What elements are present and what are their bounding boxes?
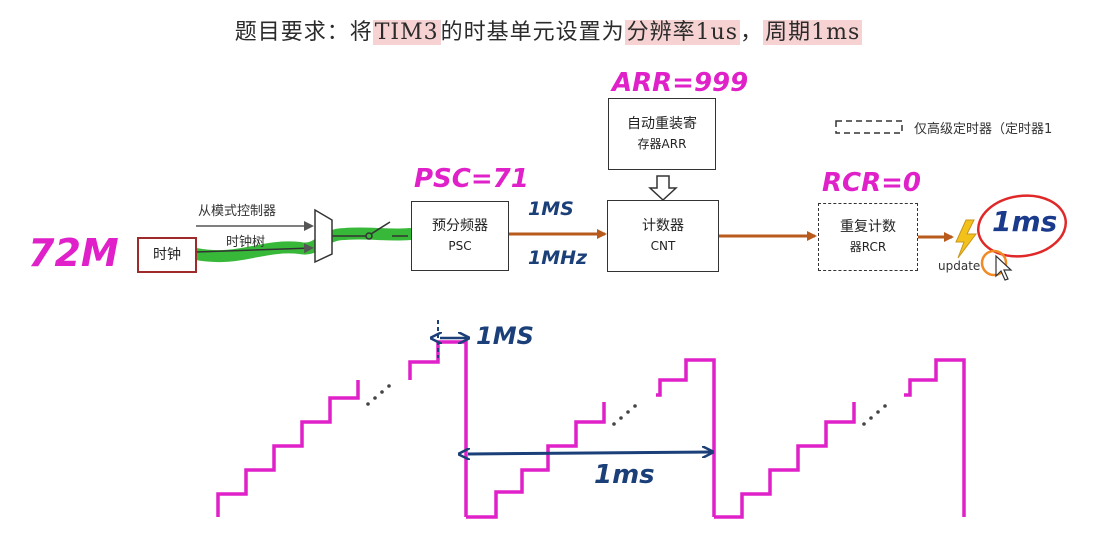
rcr-label-2: 器RCR xyxy=(849,240,887,254)
update-label: update xyxy=(938,259,981,273)
title-period: 周期1ms xyxy=(763,20,863,45)
psc-label-1: 预分频器 xyxy=(432,218,488,234)
update-ellipse xyxy=(976,194,1068,258)
clock-tree-label: 时钟树 xyxy=(226,235,266,250)
cnt-label-1: 计数器 xyxy=(642,218,684,234)
tick-freq-annotation: 1MHz xyxy=(528,247,588,269)
step-width-annotation: 1MS xyxy=(476,322,534,350)
arr-label-1: 自动重装寄 xyxy=(627,116,697,132)
clock-to-mux-line xyxy=(195,243,314,254)
lightning-icon xyxy=(955,219,977,259)
cursor-highlight xyxy=(980,249,1008,277)
clock-box: 时钟 xyxy=(137,237,197,273)
title-tim: TIM3 xyxy=(372,20,441,45)
update-period-annotation: 1ms xyxy=(992,205,1058,238)
rcr-label-1: 重复计数 xyxy=(840,219,896,235)
legend-label: 仅高级定时器（定时器1 xyxy=(914,122,1053,137)
waveform-ellipsis xyxy=(366,384,887,426)
mux-shape xyxy=(314,208,333,264)
psc-value-annotation: PSC=71 xyxy=(414,164,529,194)
slave-controller-label: 从模式控制器 xyxy=(198,204,277,219)
rcr-value-annotation: RCR=0 xyxy=(822,168,921,198)
cycle-period-annotation: 1ms xyxy=(594,460,655,490)
switch-icon xyxy=(365,232,373,240)
psc-label-2: PSC xyxy=(448,239,472,253)
page-title: 题目要求：将TIM3的时基单元设置为分辨率1us，周期1ms xyxy=(0,14,1097,46)
mouse-cursor-icon xyxy=(995,254,1013,281)
arr-down-arrow xyxy=(648,175,678,202)
counter-waveform xyxy=(216,340,966,519)
tick-period-annotation: 1MS xyxy=(528,198,574,220)
cycle-period-arrow xyxy=(468,452,712,454)
legend-dashed-sample xyxy=(835,120,903,134)
cnt-box: 计数器 CNT xyxy=(607,200,719,272)
arr-label-2: 存器ARR xyxy=(637,137,687,151)
title-sep: ， xyxy=(740,20,764,45)
clock-label: 时钟 xyxy=(153,247,181,263)
arr-value-annotation: ARR=999 xyxy=(612,68,749,98)
psc-box: 预分频器 PSC xyxy=(411,201,509,271)
cnt-label-2: CNT xyxy=(650,239,676,253)
title-mid: 的时基单元设置为 xyxy=(440,20,625,45)
clock-freq-annotation: 72M xyxy=(28,231,119,275)
title-resolution: 分辨率1us xyxy=(624,20,741,45)
title-prefix: 题目要求：将 xyxy=(234,20,373,45)
rcr-box: 重复计数 器RCR xyxy=(818,203,918,271)
arr-box: 自动重装寄 存器ARR xyxy=(608,98,716,170)
